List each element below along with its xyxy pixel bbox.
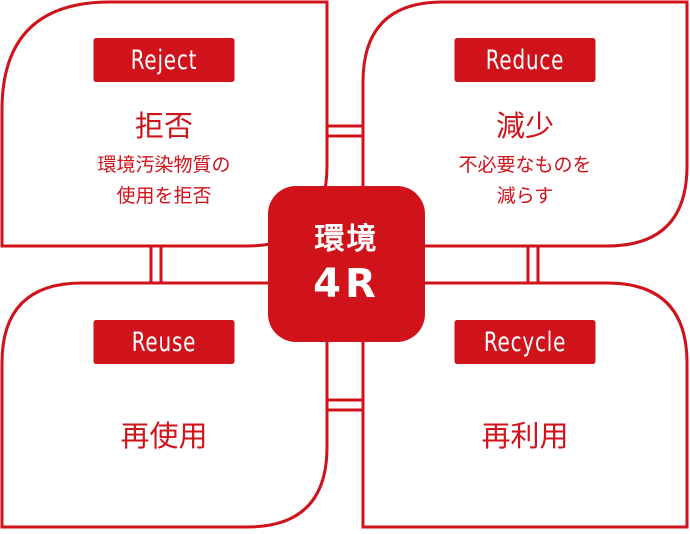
tag-reject: Reject — [93, 38, 235, 82]
center-label-4r: 4R — [313, 261, 380, 307]
title-recycle: 再利用 — [481, 419, 569, 453]
center-label-kankyo: 環境 — [314, 222, 379, 257]
tag-recycle-text: Recycle — [483, 326, 567, 358]
title-reuse: 再使用 — [120, 419, 208, 453]
desc-reduce: 不必要なものを 減らす — [400, 150, 650, 212]
tag-reduce: Reduce — [454, 38, 596, 82]
desc-reject-line2: 使用を拒否 — [116, 185, 212, 207]
connector-right — [526, 245, 540, 284]
tag-reuse-text: Reuse — [131, 326, 197, 358]
desc-reject: 環境汚染物質の 使用を拒否 — [39, 150, 289, 212]
connector-top — [328, 124, 362, 138]
title-reduce: 減少 — [495, 109, 554, 143]
quadrant-reduce-box — [361, 0, 689, 248]
connector-left — [149, 245, 163, 284]
center-badge: 環境 4R — [268, 186, 425, 342]
desc-reject-line1: 環境汚染物質の — [97, 154, 231, 176]
desc-reduce-line2: 減らす — [496, 185, 554, 207]
tag-recycle: Recycle — [454, 320, 596, 364]
connector-bottom — [328, 398, 362, 412]
quadrant-recycle-box — [361, 281, 689, 529]
tag-reuse: Reuse — [93, 320, 235, 364]
tag-reduce-text: Reduce — [485, 44, 565, 76]
title-reject: 拒否 — [134, 109, 193, 143]
tag-reject-text: Reject — [130, 44, 198, 76]
desc-reduce-line1: 不必要なものを — [458, 154, 592, 176]
